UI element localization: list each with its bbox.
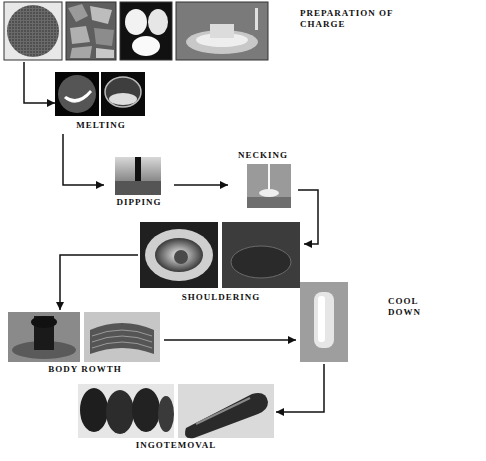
process-stage: BODY ROWTH — [6, 310, 164, 378]
flow-arrow — [174, 184, 228, 186]
stage-label: MELTING — [76, 120, 126, 131]
stage-label: COOL DOWN — [388, 296, 436, 319]
flow-arrow — [298, 190, 318, 244]
process-stage: MELTING — [55, 72, 147, 134]
flow-arrow — [63, 134, 104, 185]
stage-label: NECKING — [238, 150, 288, 161]
stage-label: BODY ROWTH — [48, 364, 121, 375]
flow-arrow — [276, 364, 324, 412]
stage-label: DIPPING — [117, 197, 162, 208]
stage-label: PREPARATION OF CHARGE — [300, 8, 396, 31]
stage-label: SHOULDERING — [182, 292, 261, 303]
process-stage: DIPPING — [104, 155, 174, 213]
flow-arrow — [164, 339, 296, 341]
process-stage: SHOULDERING — [138, 220, 304, 306]
stage-label: INGOTEMOVAL — [136, 440, 216, 451]
flow-arrow — [60, 255, 138, 310]
process-stage: PREPARATION OF CHARGE — [4, 2, 400, 62]
flow-arrow — [24, 62, 55, 103]
process-stage: NECKING — [228, 150, 298, 212]
process-stage: COOL DOWN — [296, 280, 446, 364]
process-stage: INGOTEMOVAL — [76, 382, 276, 456]
